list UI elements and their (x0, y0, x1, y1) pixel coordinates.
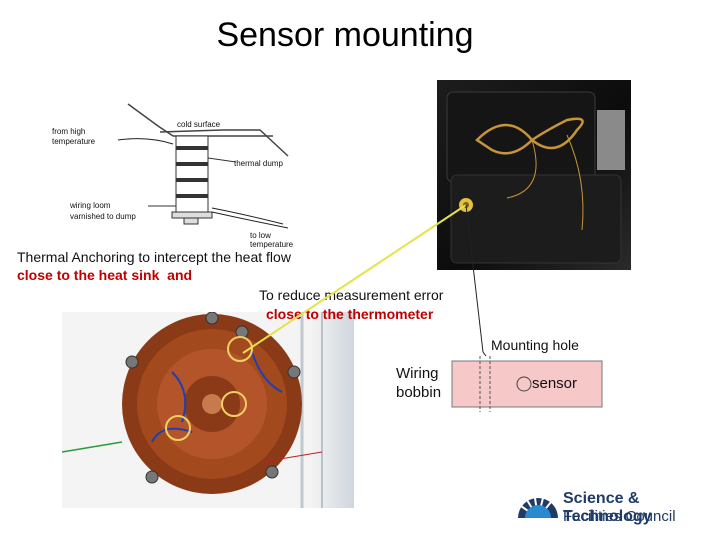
sensor-case-photo (437, 80, 631, 270)
stfc-logo-icon (518, 497, 558, 519)
caption-reduce-error: To reduce measurement error (259, 287, 444, 303)
label-wiring: Wiring (396, 365, 439, 382)
diagram-label-thermal-dump: thermal dump (234, 159, 283, 168)
caption-thermal-anchoring: Thermal Anchoring to intercept the heat … (17, 249, 291, 265)
logo-line-1: Science & Technology (563, 490, 652, 525)
bobbin-schematic (451, 356, 603, 412)
disc-assembly-photo (62, 312, 354, 508)
label-mounting-hole: Mounting hole (491, 337, 579, 353)
diagram-label-temperature: temperature (52, 137, 96, 146)
diagram-label-varnished: varnished to dump (70, 212, 136, 221)
logo-line-2: Facilities Council (563, 508, 676, 525)
label-bobbin: bobbin (396, 384, 442, 401)
caption-close-to-thermometer: close to the thermometer (266, 306, 434, 322)
diagram-label-from-high: from high (52, 127, 86, 136)
diagram-label-low-temperature: temperature (250, 240, 294, 249)
diagram-label-cold-surface: cold surface (177, 120, 221, 129)
slide-title: Sensor mounting (216, 16, 474, 54)
diagram-label-to-low: to low (250, 231, 271, 240)
thermal-anchoring-diagram (117, 103, 289, 229)
caption-heat-sink: close to the heat sink and (17, 267, 193, 283)
diagram-label-wiring-loom: wiring loom (70, 201, 111, 210)
label-sensor: sensor (532, 375, 578, 392)
